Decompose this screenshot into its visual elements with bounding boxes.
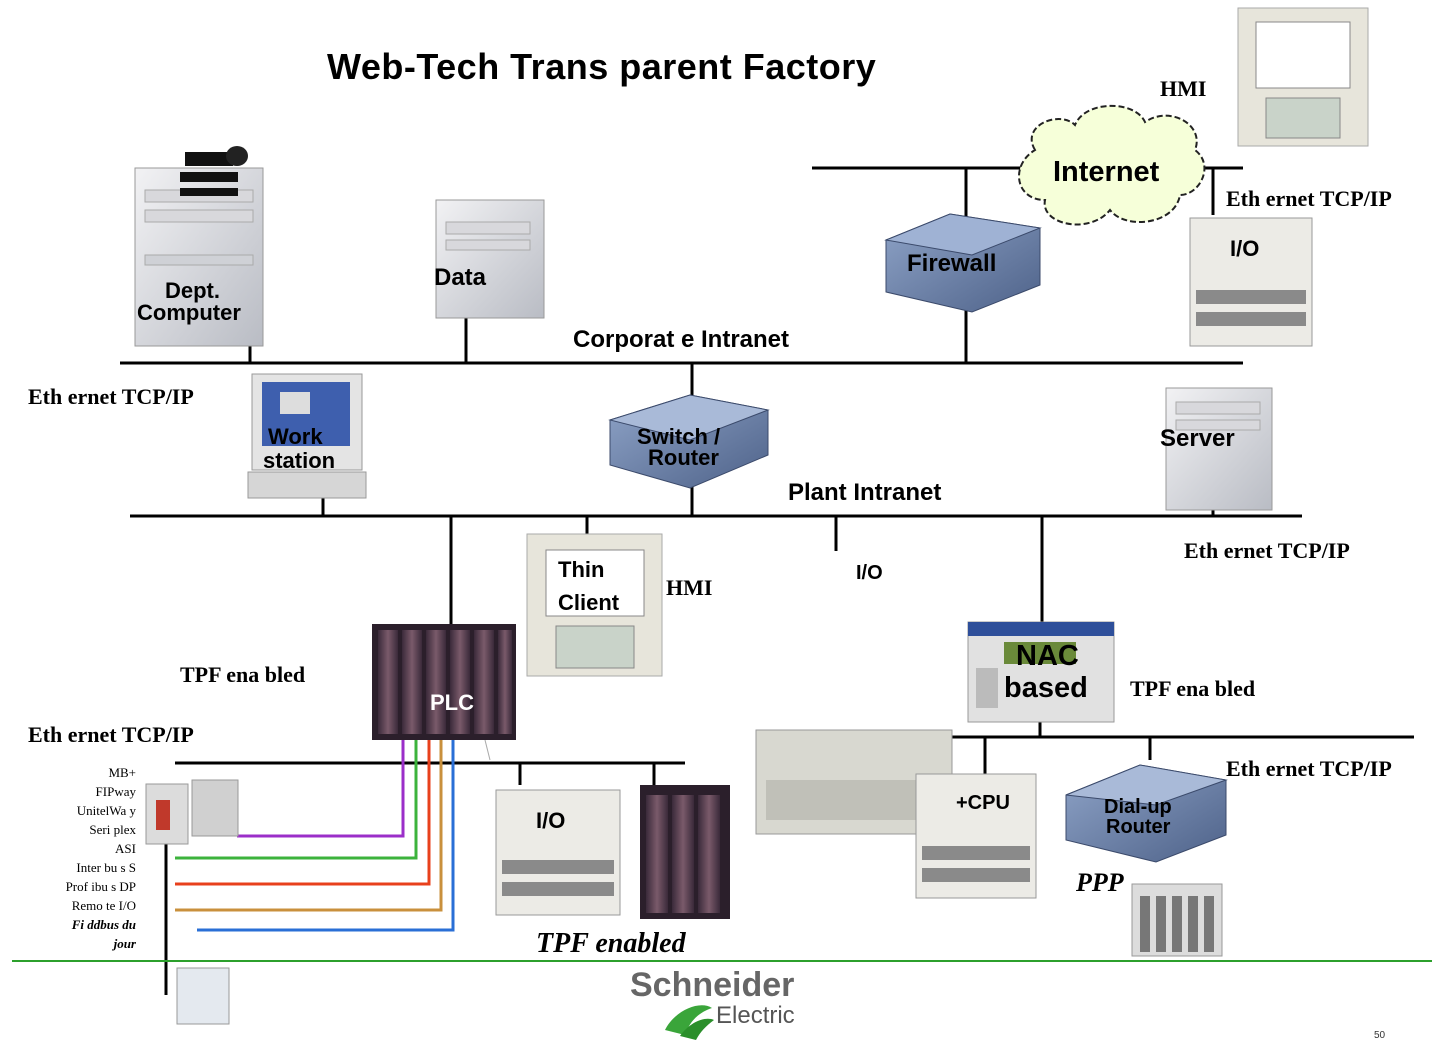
workstation-label-1: Work [268,424,323,449]
page-number: 50 [1374,1030,1386,1041]
remote-rack-icon [1131,883,1223,957]
tpf-enabled-right: TPF ena bled [1130,676,1256,701]
io-module-bottom-icon [495,789,621,916]
dept-computer-label-2: Computer [137,300,241,325]
server-icon [1165,387,1273,511]
dialup-label-2: Router [1106,816,1171,838]
workstation-icon [247,373,367,499]
nac-label-1: NAC [1016,640,1079,672]
cpu-label: +CPU [956,792,1010,814]
ethernet-label-bottom-left: Eth ernet TCP/IP [28,722,194,747]
hmi-panel-top-icon [1237,7,1369,147]
fieldbus-profibus: Prof ibu s DP [65,879,136,894]
plant-intranet-label: Plant Intranet [788,479,942,506]
ethernet-label-bottom-right: Eth ernet TCP/IP [1226,756,1392,781]
ppp-label: PPP [1076,868,1124,897]
fieldbus-du-jour-1: Fi ddbus du [71,917,136,932]
fieldbus-unitelway: UnitelWa y [76,803,136,818]
hmi-mid-label: HMI [666,575,713,600]
firewall-icon [884,213,1042,313]
io-module-top-icon [1189,217,1313,347]
plc-label: PLC [430,690,474,715]
switch-router-label-1: Switch / [637,424,721,449]
thin-client-label-2: Client [558,590,620,615]
dept-computer-label-1: Dept. [165,278,220,303]
internet-cloud-icon [1018,104,1206,226]
ethernet-label-left: Eth ernet TCP/IP [28,384,194,409]
dialup-router-icon [1065,764,1228,863]
nac-bus [950,722,1414,775]
schneider-logo-mark [665,1005,714,1040]
fieldbus-remote-io: Remo te I/O [71,898,136,913]
fieldbus-list: MB+ FIPway UnitelWa y Seri plex ASI Inte… [40,763,136,953]
fieldbus-wires [175,739,491,932]
io-top-label: I/O [1230,236,1260,261]
io-bottom-label: I/O [536,808,566,833]
plc-rack-icon [372,624,516,740]
premium-rack-icon [755,729,953,835]
ethernet-label-right: Eth ernet TCP/IP [1184,538,1350,563]
data-label: Data [434,264,487,291]
firewall-label: Firewall [907,250,997,277]
tpf-enabled-bottom: TPF enabled [536,928,686,959]
fieldbus-asi: ASI [115,841,136,856]
workstation-label-2: station [263,448,336,473]
ethernet-label-top-right: Eth ernet TCP/IP [1226,186,1392,211]
corporate-intranet-label: Corporat e Intranet [573,326,790,353]
plant-intranet-bus [130,480,1302,624]
fieldbus-seriplex: Seri plex [89,822,136,837]
fieldbus-interbus: Inter bu s S [76,860,136,875]
io-mid-label: I/O [856,562,883,584]
nac-controller-icon [967,621,1115,723]
tpf-enabled-left: TPF ena bled [180,662,306,687]
page-title: Web-Tech Trans parent Factory [327,46,877,87]
internet-label: Internet [1053,156,1160,188]
fieldbus-fipway: FIPway [95,784,136,799]
fieldbus-device-icons [145,779,239,1025]
schneider-logo-text: Schneider [630,966,795,1004]
dept-computer-icon [134,146,264,347]
dialup-label-1: Dial-up [1104,796,1172,818]
hmi-top-label: HMI [1160,76,1207,101]
switch-router-icon [608,394,770,489]
plc-modules-bottom-icon [640,785,730,919]
server-label: Server [1160,425,1235,452]
thin-client-label-1: Thin [558,557,605,582]
fieldbus-mbplus: MB+ [108,765,136,780]
fieldbus-du-jour-2: jour [113,936,136,951]
switch-router-label-2: Router [648,445,719,470]
thin-client-hmi-icon [526,533,663,677]
data-server-icon [435,199,545,319]
nac-label-2: based [1004,672,1088,704]
electric-logo-text: Electric [716,1002,795,1029]
cpu-module-icon [915,773,1037,899]
